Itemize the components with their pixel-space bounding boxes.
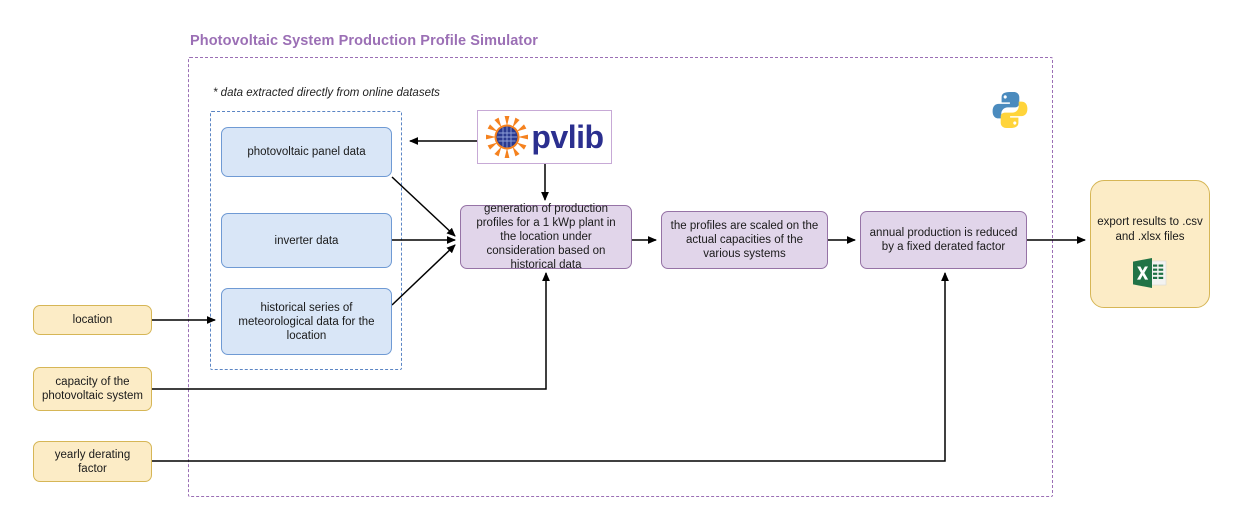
node-label: the profiles are scaled on the actual ca… — [670, 220, 819, 260]
pvlib-sun-icon — [486, 116, 529, 158]
node-label: annual production is reduced by a fixed … — [869, 227, 1018, 253]
node-label: generation of production profiles for a … — [476, 203, 616, 271]
pvlib-wordmark: pvlib — [531, 119, 604, 155]
pvlib-logo-card: pvlib — [477, 110, 612, 164]
node-export-results[interactable]: export results to .csv and .xlsx files — [1090, 180, 1210, 308]
node-label: inverter data — [274, 234, 339, 247]
node-input-derating-factor[interactable]: yearly derating factor — [33, 441, 152, 482]
node-label: yearly derating factor — [54, 448, 131, 475]
export-label: export results to .csv and .xlsx files — [1097, 216, 1203, 243]
node-input-capacity[interactable]: capacity of the photovoltaic system — [33, 367, 152, 411]
node-inverter-data[interactable]: inverter data — [221, 213, 392, 268]
node-process-generation[interactable]: generation of production profiles for a … — [460, 203, 632, 271]
python-logo-icon — [992, 92, 1028, 128]
node-input-location[interactable]: location — [33, 305, 152, 335]
node-label: capacity of the photovoltaic system — [42, 376, 143, 402]
node-meteorological-data[interactable]: historical series of meteorological data… — [221, 288, 392, 355]
node-label: photovoltaic panel data — [247, 146, 366, 158]
datasets-note: * data extracted directly from online da… — [213, 87, 440, 99]
page-title: Photovoltaic System Production Profile S… — [190, 33, 539, 49]
excel-icon — [1133, 258, 1167, 288]
node-photovoltaic-panel-data[interactable]: photovoltaic panel data — [221, 127, 392, 177]
node-label: location — [72, 314, 113, 326]
node-process-derating[interactable]: annual production is reduced by a fixed … — [860, 211, 1027, 269]
node-label: historical series of meteorological data… — [238, 301, 375, 342]
node-process-scaling[interactable]: the profiles are scaled on the actual ca… — [661, 211, 828, 269]
